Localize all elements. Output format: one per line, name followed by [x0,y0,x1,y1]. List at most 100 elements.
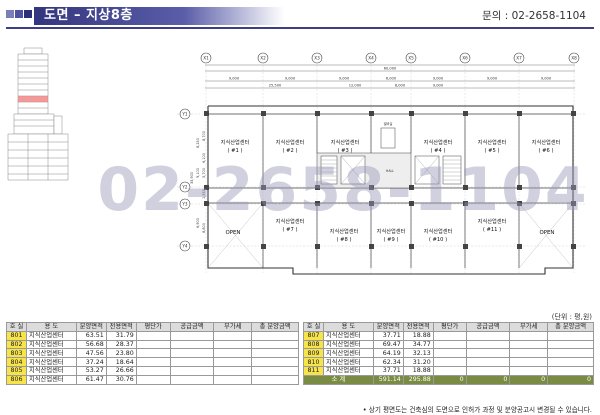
cell-total-amount [547,365,594,376]
table-row: 809 지식산업센터 64.19 32.13 [303,348,594,359]
cell-supply-amount [465,330,511,341]
col-unit-price: 평단가 [432,322,467,332]
service-room-label: 설비실 [384,121,393,126]
cell-unit-price [135,357,171,367]
cell-vat [213,357,253,367]
cell-exclusive-area: 26.66 [105,365,137,376]
col-sale-area: 분양면적 [75,322,107,332]
cell-sale-area: 37.71 [372,365,404,376]
dim-left-7: 6,900 [196,218,200,228]
cell-total-amount [547,348,594,359]
cell-use: 지식산업센터 [322,339,374,350]
col-vat: 부가세 [509,322,549,332]
contact-phone: 문의 : 02-2658-1104 [482,10,586,22]
cell-sale-area: 63.51 [75,330,107,341]
col-exclusive-area: 전용면적 [105,322,137,332]
table-row: 811 지식산업센터 37.71 18.88 [303,365,594,376]
cell-use: 지식산업센터 [25,348,77,359]
cell-room: 805 [6,365,27,376]
dim-left-5: 8,250 [196,138,200,148]
cell-room: 808 [303,339,324,350]
unit-label-5-name: 지식산업센터 [478,138,507,146]
cell-total-amount [251,357,299,367]
unit-label-2-name: 지식산업센터 [276,138,305,146]
cell-unit-price [432,348,467,359]
unit-label-6-num: ( #6 ) [539,148,554,154]
cell-total-amount [251,330,299,341]
axis-x1: X1 [203,56,209,61]
col-unit-price: 평단가 [135,322,171,332]
dim-left-2: 6,100 [202,153,206,163]
unit-label-3-num: ( #3 ) [338,148,353,154]
subtotal-exclusive-area: 295.88 [402,374,434,385]
cell-total-amount [547,339,594,350]
subtotal-supply-amount: 0 [465,374,511,385]
cell-room: 811 [303,365,324,376]
cell-sale-area: 61.47 [75,374,107,385]
axis-x4: X4 [368,56,374,61]
cell-unit-price [135,374,171,385]
watermark-phone: 02-2658-1104 [97,155,589,225]
cell-sale-area: 69.47 [372,339,404,350]
unit-label-1-name: 지식산업센터 [221,138,250,146]
unit-label-11-name: 지식산업센터 [478,217,507,225]
cell-vat [509,330,549,341]
deco-square-1 [6,10,14,18]
cell-total-amount [251,365,299,376]
cell-total-amount [251,348,299,359]
cell-exclusive-area: 18.64 [105,357,137,367]
cell-exclusive-area: 28.37 [105,339,137,350]
cell-total-amount [547,330,594,341]
cell-use: 지식산업센터 [25,339,77,350]
title-band [34,7,284,25]
unit-label-4-name: 지식산업센터 [424,138,453,146]
axis-x8: X8 [571,56,577,61]
table-row: 808 지식산업센터 69.47 34.77 [303,339,594,350]
cell-vat [213,374,253,385]
deco-square-3 [24,10,32,18]
cell-exclusive-area: 18.88 [402,365,434,376]
cell-exclusive-area: 30.76 [105,374,137,385]
page-title: 도면 – 지상8층 [44,8,133,23]
subtotal-sale-area: 591.14 [372,374,404,385]
table-row: 807 지식산업센터 37.71 18.88 [303,330,594,341]
cell-use: 지식산업센터 [25,330,77,341]
table-row: 805 지식산업센터 53.27 26.66 [6,365,299,376]
axis-x7: X7 [516,56,522,61]
unit-label-10-num: ( #10 ) [429,237,447,243]
subtotal-row: 소 계 591.14 295.88 0 0 0 0 [303,374,594,385]
cell-vat [509,357,549,367]
floor-plan: X1 X2 X3 X4 X5 X6 X7 X8 Y1 Y2 Y3 Y4 60,0… [177,52,585,275]
cell-supply-amount [465,339,511,350]
dim-top-4: 6,000 [386,77,397,81]
pricing-table-right: 호 실 용 도 분양면적 전용면적 평단가 공급금액 부가세 총 분양금액 80… [303,322,594,385]
col-total-amount: 총 분양금액 [547,322,594,332]
unit-label-7-num: ( #7 ) [283,227,298,233]
table-row: 801 지식산업센터 63.51 31.79 [6,330,299,341]
unit-label-3-name: 지식산업센터 [331,138,360,146]
cell-sale-area: 62.34 [372,357,404,367]
dim-total: 60,000 [384,67,397,71]
dim-left-3: 5,700 [202,168,206,178]
unit-label-11-num: ( #11 ) [483,227,501,233]
unit-label-5-num: ( #5 ) [485,148,500,154]
unit-label-10-name: 지식산업센터 [424,227,453,235]
dim-left-total: 35,900 [190,172,194,184]
cell-use: 지식산업센터 [25,365,77,376]
table-row: 806 지식산업센터 61.47 30.76 [6,374,299,385]
cell-vat [213,330,253,341]
cell-supply-amount [169,357,215,367]
axis-y2: Y2 [181,185,188,190]
table-row: 803 지식산업센터 47.56 23.80 [6,348,299,359]
cell-unit-price [135,365,171,376]
hall-label: HALL [386,169,394,173]
cell-exclusive-area: 34.77 [402,339,434,350]
unit-label-2-num: ( #2 ) [283,148,298,154]
subtotal-label: 소 계 [303,374,374,385]
dim-sub-1: 25,500 [269,84,282,88]
table-row: 810 지식산업센터 62.34 31.20 [303,357,594,367]
header-rule [6,27,594,29]
cell-sale-area: 47.56 [75,348,107,359]
cell-room: 806 [6,374,27,385]
cell-supply-amount [169,348,215,359]
